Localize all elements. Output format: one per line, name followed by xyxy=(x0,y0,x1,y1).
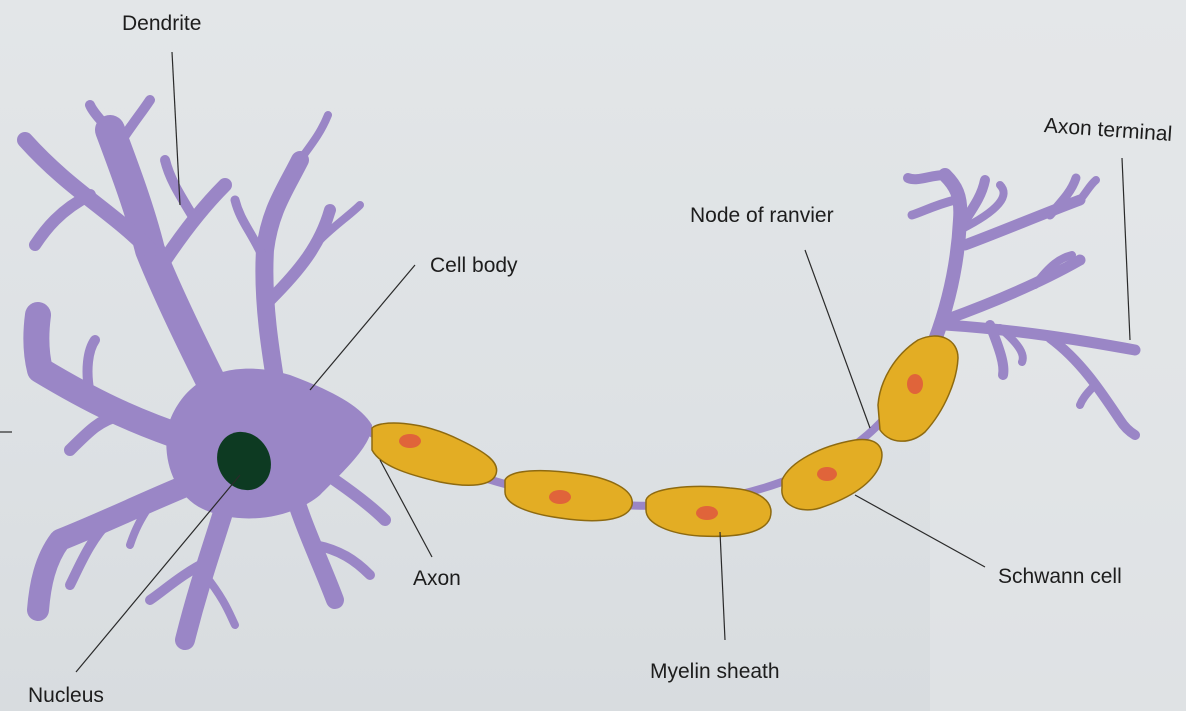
neuron-body-group xyxy=(25,100,385,640)
dendrites xyxy=(25,100,385,640)
label-schwann-cell: Schwann cell xyxy=(998,565,1122,589)
schwann-nucleus-1 xyxy=(399,434,421,448)
leader-node-of-ranvier xyxy=(805,250,870,428)
page-shade xyxy=(930,0,1186,711)
leader-cell-body xyxy=(310,265,415,390)
label-node-of-ranvier: Node of ranvier xyxy=(690,204,834,228)
schwann-cell-1 xyxy=(372,423,497,485)
cell-body-shape xyxy=(166,369,372,519)
schwann-nucleus-3 xyxy=(696,506,718,520)
leader-myelin-sheath xyxy=(720,532,725,640)
label-dendrite: Dendrite xyxy=(122,12,201,36)
label-nucleus: Nucleus xyxy=(28,684,104,708)
schwann-nucleus-4 xyxy=(817,467,837,481)
schwann-nucleus-5 xyxy=(907,374,923,394)
label-myelin-sheath: Myelin sheath xyxy=(650,660,780,684)
label-axon: Axon xyxy=(413,567,461,591)
label-cell-body: Cell body xyxy=(430,254,518,278)
schwann-nucleus-2 xyxy=(549,490,571,504)
